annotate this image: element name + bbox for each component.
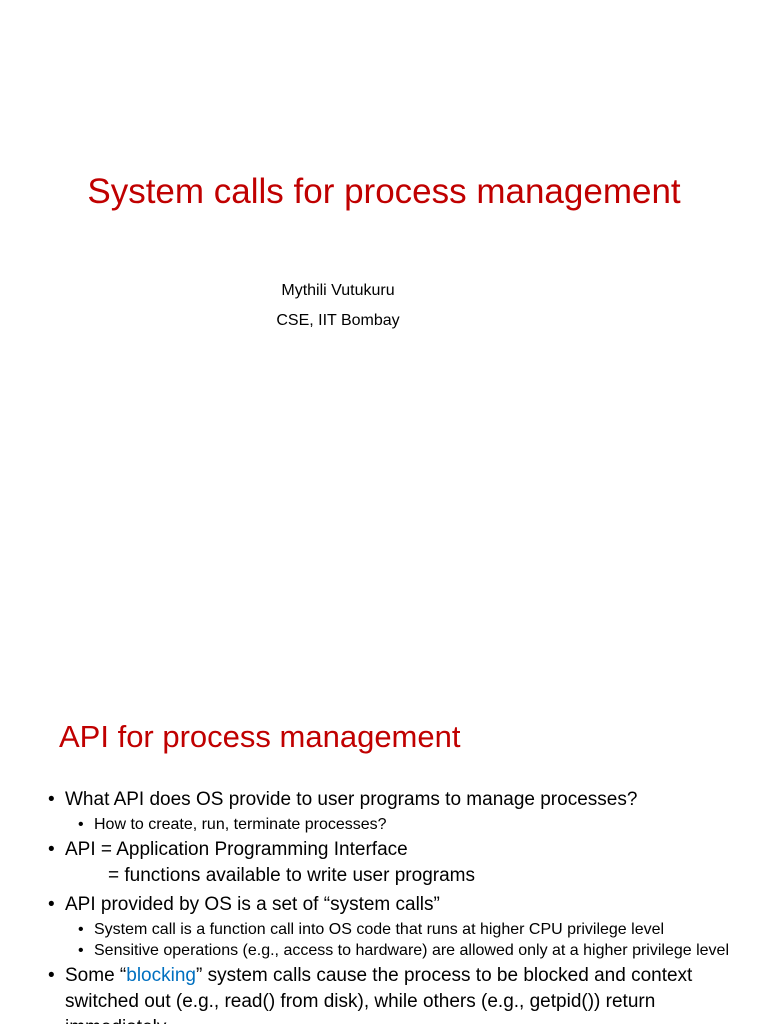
slide-title: API for process management (59, 719, 461, 754)
bullet-item: API = Application Programming Interface (48, 837, 748, 863)
sub-bullet-item: System call is a function call into OS c… (78, 921, 748, 939)
author-name: Mythili Vutukuru (281, 282, 395, 299)
content-slide: API for process management What API does… (0, 680, 768, 1024)
bullet-continuation: = functions available to write user prog… (108, 865, 475, 886)
title-slide: System calls for process management Myth… (0, 172, 681, 336)
bullet-text: Some “ (65, 965, 127, 986)
sub-bullet-item: Sensitive operations (e.g., access to ha… (78, 942, 748, 960)
sub-bullet-item: How to create, run, terminate processes? (78, 816, 748, 834)
highlighted-term: blocking (126, 965, 196, 986)
author-affiliation: CSE, IIT Bombay (276, 312, 400, 329)
bullet-item: Some “blocking” system calls cause the p… (48, 963, 748, 1024)
bullet-text: ” system calls cause the process to be b… (65, 965, 693, 1024)
subtitle-block: Mythili Vutukuru CSE, IIT Bombay (0, 276, 676, 336)
bullet-item: API provided by OS is a set of “system c… (48, 892, 748, 918)
slide-title: System calls for process management (87, 172, 681, 211)
bullet-item: What API does OS provide to user program… (48, 787, 748, 813)
bullet-list: What API does OS provide to user program… (48, 784, 748, 1024)
